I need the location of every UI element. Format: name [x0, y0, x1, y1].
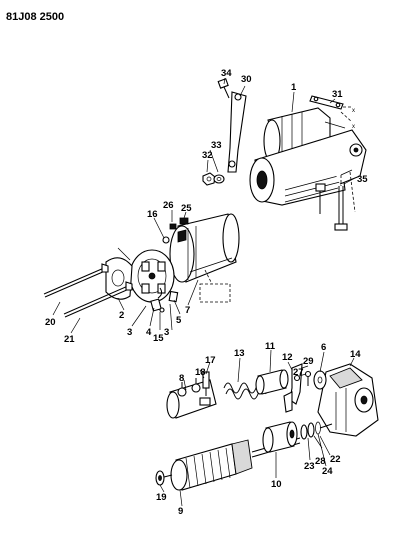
callout-25: 25 [181, 203, 192, 214]
callout-22: 22 [330, 454, 341, 465]
callout-1: 1 [291, 82, 297, 93]
callout-19: 19 [156, 492, 167, 503]
thrust-washer [155, 470, 165, 486]
svg-text:x: x [352, 108, 355, 114]
callout-34: 34 [221, 68, 232, 79]
callout-13: 13 [234, 348, 245, 359]
callout-31: 31 [332, 89, 343, 100]
callout-21: 21 [64, 334, 75, 345]
overrunning-clutch [262, 421, 298, 453]
through-bolts [43, 263, 133, 318]
callout-2: 2 [119, 310, 124, 321]
callout-numbers: 1 2 3 4 5 6 7 8 9 10 11 12 13 14 15 16 1… [45, 68, 368, 517]
callout-3b: 3 [164, 327, 169, 338]
leader-lines [52, 77, 356, 507]
drive-end-housing [313, 363, 379, 437]
bracket-bolt [217, 78, 230, 99]
callout-7: 7 [185, 305, 190, 316]
callout-14: 14 [350, 349, 361, 360]
callout-29: 29 [303, 356, 314, 367]
callout-3a: 3 [127, 327, 132, 338]
callout-23: 23 [304, 461, 315, 472]
callout-5: 5 [176, 315, 182, 326]
solenoid [166, 378, 217, 419]
callout-18: 18 [195, 367, 206, 378]
callout-8: 8 [179, 373, 184, 384]
callout-27: 27 [293, 367, 304, 378]
field-frame-housing [169, 213, 240, 283]
callout-11: 11 [265, 341, 276, 352]
callout-32: 32 [202, 150, 213, 161]
detail-leader [204, 269, 213, 285]
callout-16: 16 [147, 209, 158, 220]
callout-15: 15 [153, 333, 164, 344]
svg-text:x: x [352, 124, 355, 130]
plunger-contact [202, 371, 210, 396]
callout-10: 10 [271, 479, 282, 490]
callout-17: 17 [205, 355, 216, 366]
detail-box [199, 283, 231, 303]
callout-20: 20 [45, 317, 56, 328]
callout-24: 24 [322, 466, 333, 477]
starter-motor-assembly [249, 107, 367, 206]
callout-28: 28 [315, 456, 326, 467]
callout-35: 35 [357, 174, 368, 185]
callout-9: 9 [178, 506, 183, 517]
callout-4: 4 [146, 327, 152, 338]
callout-30: 30 [241, 74, 252, 85]
nut-and-washer [202, 172, 225, 186]
callout-33: 33 [211, 140, 222, 151]
support-strap: x x [309, 95, 355, 130]
callout-12: 12 [282, 352, 293, 363]
callout-6: 6 [321, 342, 326, 353]
callout-26: 26 [163, 200, 174, 211]
solenoid-plunger [255, 369, 289, 395]
shift-lever [283, 363, 312, 413]
diagram-code: 81J08 2500 [6, 11, 64, 23]
mounting-bolts [315, 169, 356, 231]
brush-components [150, 287, 179, 313]
mounting-bracket [227, 91, 247, 173]
